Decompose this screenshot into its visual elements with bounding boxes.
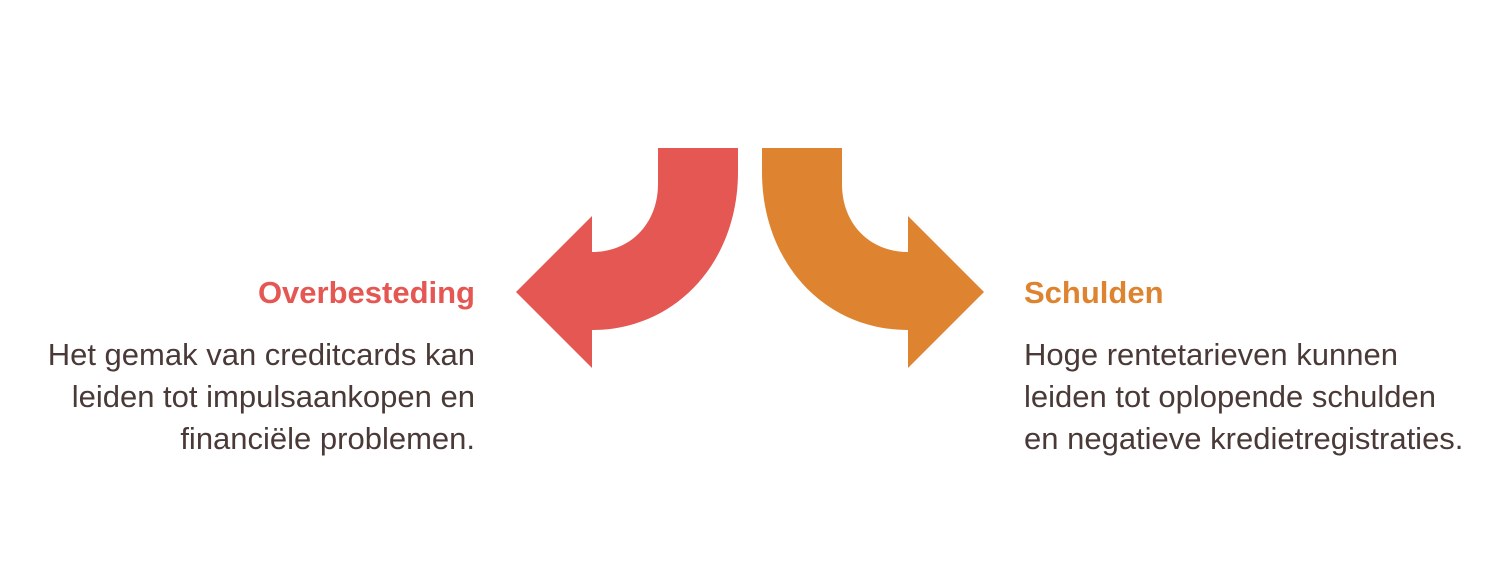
right-curved-arrow: [762, 148, 984, 368]
right-item-title: Schulden: [1024, 275, 1164, 310]
left-item-title: Overbesteding: [257, 275, 475, 310]
left-curved-arrow: [516, 148, 738, 368]
right-item-description: Hoge rentetarieven kunnen leiden tot opl…: [1024, 337, 1464, 456]
left-item-description: Het gemak van creditcards kan leiden tot…: [47, 337, 475, 456]
